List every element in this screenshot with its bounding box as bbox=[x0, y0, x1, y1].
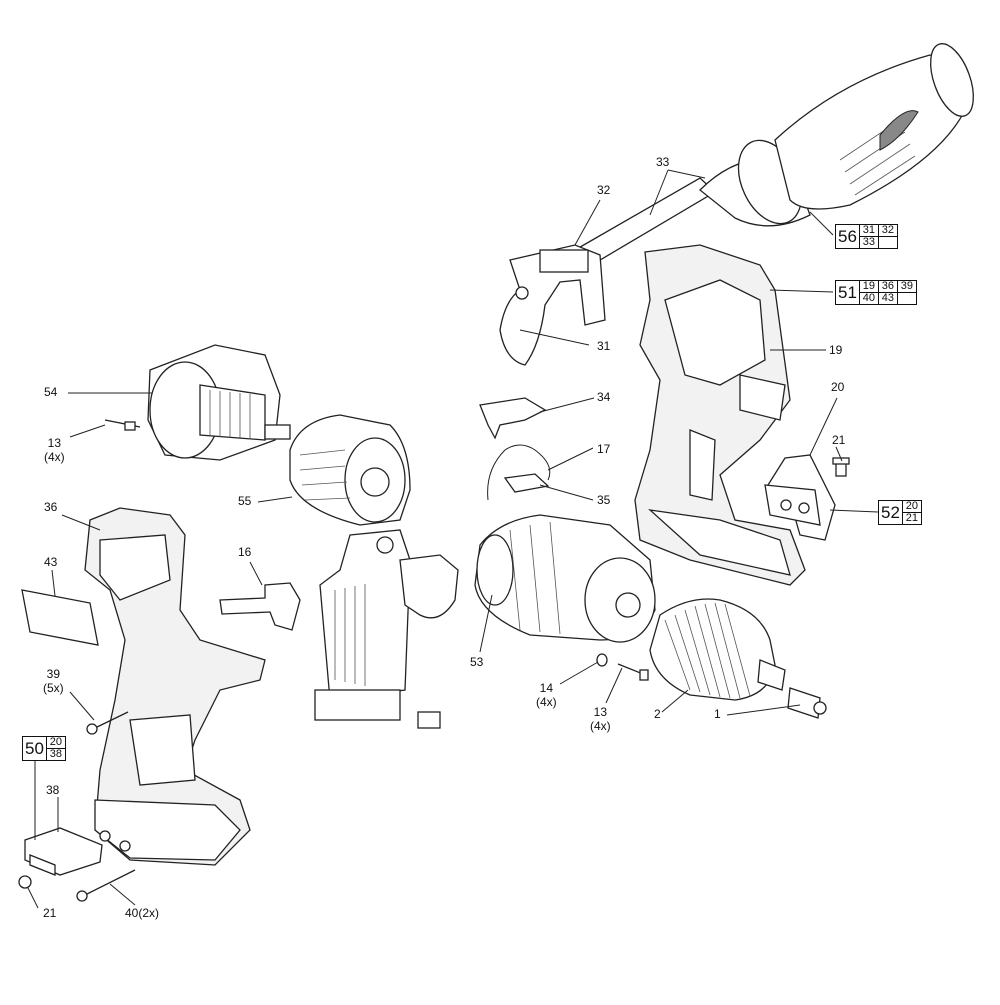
kit-56-parts: 31 32 33 bbox=[859, 225, 897, 248]
callout-13-right-qty: (4x) bbox=[590, 719, 611, 733]
callout-20: 20 bbox=[831, 380, 845, 394]
kit-52: 52 20 21 bbox=[878, 500, 922, 525]
kit-50: 50 20 38 bbox=[22, 736, 66, 761]
kit-51-part bbox=[898, 293, 916, 304]
callout-38: 38 bbox=[46, 783, 60, 797]
kit-52-number: 52 bbox=[879, 501, 903, 524]
kit-50-part: 38 bbox=[49, 748, 63, 760]
callout-36: 36 bbox=[44, 500, 58, 514]
kit-52-part: 20 bbox=[902, 501, 921, 513]
callout-39-number: 39 bbox=[46, 667, 61, 681]
callout-31: 31 bbox=[597, 339, 611, 353]
kit-56-part: 32 bbox=[878, 225, 897, 237]
kit-56-part: 33 bbox=[860, 237, 879, 248]
chuck-screw-part bbox=[787, 687, 827, 719]
kit-51-part: 40 bbox=[860, 293, 879, 304]
callout-39: 39(5x) bbox=[43, 667, 64, 695]
kit-51: 51 19 36 39 40 43 bbox=[835, 280, 917, 305]
callout-39-qty: (5x) bbox=[43, 681, 64, 695]
housing-left-part bbox=[84, 507, 266, 866]
callout-53: 53 bbox=[470, 655, 484, 669]
kit-51-part: 36 bbox=[878, 281, 898, 293]
leader-lines bbox=[27, 169, 879, 909]
bracket-part bbox=[764, 454, 850, 541]
label-part bbox=[21, 589, 99, 646]
callout-13-right: 13(4x) bbox=[590, 705, 611, 733]
housing-half-part bbox=[634, 244, 806, 586]
callout-33: 33 bbox=[656, 155, 670, 169]
clip-part bbox=[24, 827, 103, 876]
kit-51-part: 43 bbox=[879, 293, 898, 304]
callout-21-left: 21 bbox=[43, 906, 57, 920]
callout-21-right: 21 bbox=[832, 433, 846, 447]
callout-19: 19 bbox=[829, 343, 843, 357]
callout-17: 17 bbox=[597, 442, 611, 456]
armature-part bbox=[104, 344, 291, 461]
screw-39-part bbox=[86, 711, 129, 735]
callout-2: 2 bbox=[654, 707, 661, 721]
kit-52-parts: 20 21 bbox=[902, 501, 921, 524]
callout-40: 40(2x) bbox=[125, 906, 160, 920]
kit-56: 56 31 32 33 bbox=[835, 224, 898, 249]
callout-13-left-qty: (4x) bbox=[44, 450, 65, 464]
kit-56-part bbox=[879, 237, 897, 248]
trigger-part bbox=[219, 582, 301, 631]
kit-56-number: 56 bbox=[836, 225, 860, 248]
callout-34: 34 bbox=[597, 390, 611, 404]
callout-43: 43 bbox=[44, 555, 58, 569]
callout-54: 54 bbox=[44, 385, 58, 399]
callout-13-left: 13(4x) bbox=[44, 436, 65, 464]
callout-1: 1 bbox=[714, 707, 721, 721]
handle-clamp-part bbox=[499, 244, 606, 366]
callout-16: 16 bbox=[238, 545, 252, 559]
callout-13-left-number: 13 bbox=[47, 436, 62, 450]
callout-32: 32 bbox=[597, 183, 611, 197]
kit-50-part: 20 bbox=[46, 737, 65, 749]
screws-bottom-part bbox=[18, 869, 136, 902]
washer-screw-part bbox=[596, 653, 649, 681]
callout-13-right-number: 13 bbox=[593, 705, 608, 719]
callout-35: 35 bbox=[597, 493, 611, 507]
callout-14: 14(4x) bbox=[536, 681, 557, 709]
stator-part bbox=[289, 414, 411, 526]
callout-14-qty: (4x) bbox=[536, 695, 557, 709]
side-handle-part bbox=[573, 43, 974, 267]
kit-51-part: 39 bbox=[897, 281, 916, 293]
callout-55: 55 bbox=[238, 494, 252, 508]
kit-51-part: 19 bbox=[859, 281, 879, 293]
kit-51-number: 51 bbox=[836, 281, 860, 304]
switch-module-part bbox=[314, 529, 459, 729]
kit-52-part: 21 bbox=[905, 512, 919, 524]
kit-50-parts: 20 38 bbox=[46, 737, 65, 760]
callout-14-number: 14 bbox=[539, 681, 554, 695]
gearbox-part bbox=[474, 514, 656, 643]
chuck-part bbox=[649, 598, 786, 701]
kit-50-number: 50 bbox=[23, 737, 47, 760]
kit-51-parts: 19 36 39 40 43 bbox=[859, 281, 916, 304]
switch-small-parts bbox=[479, 397, 551, 501]
kit-56-part: 31 bbox=[859, 225, 879, 237]
